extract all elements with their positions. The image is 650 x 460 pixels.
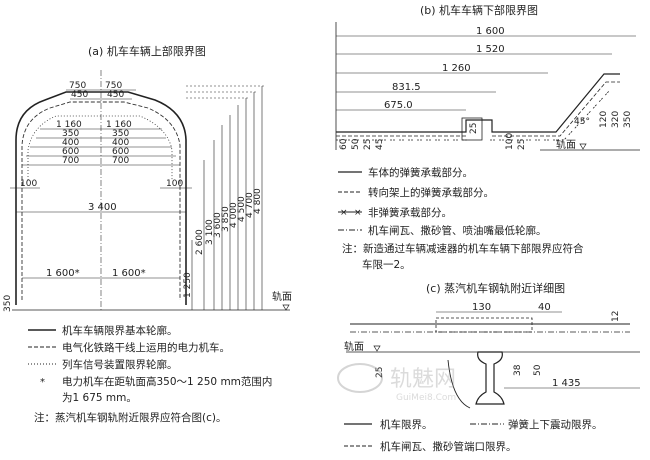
dim-b-50: 50 (351, 138, 361, 150)
dim-b-60: 60 (339, 138, 349, 150)
dim-c-50: 50 (533, 364, 543, 376)
dim-a-1600-left: 1 600* (46, 268, 80, 279)
dim-a-600-right: 600 (112, 147, 129, 157)
dim-b-45: 45 (375, 139, 385, 150)
panel-a: (a) 机车车辆上部限界图 750 750 450 450 1 160 1 16… (3, 44, 292, 424)
dim-b-100: 100 (505, 133, 515, 150)
dim-a-750-left: 750 (69, 81, 86, 91)
panel-b-title: (b) 机车车辆下部限界图 (420, 3, 538, 17)
dim-a-3400: 3 400 (88, 202, 117, 213)
legend-b-cross-mark-1: × (340, 208, 348, 218)
dim-c-38: 38 (513, 364, 523, 376)
dim-a-4500: 4 500 (237, 196, 247, 222)
rail-marker-a (282, 304, 290, 311)
note-a: 注：蒸汽机车钢轨附近限界应符合图(c)。 (34, 411, 226, 424)
dim-b-831: 831.5 (392, 82, 421, 93)
legend-b-3: 非弹簧承载部分。 (368, 206, 452, 219)
bogie-spring-profile (336, 81, 620, 137)
dim-b-25c: 25 (517, 139, 527, 150)
brake-shoe-box (435, 317, 533, 333)
legend-c-1: 机车限界。 (380, 418, 433, 431)
dim-b-1600: 1 600 (476, 26, 505, 37)
dim-b-25a: 25 (363, 139, 373, 150)
dim-a-700-left: 700 (62, 156, 79, 166)
legend-c-2: 弹簧上下震动限界。 (508, 418, 603, 431)
dim-a-4000: 4 000 (229, 202, 239, 228)
note-b-2: 车限一2。 (362, 258, 411, 271)
legend-a-4: 电力机车在距轨面高350～1 250 mm范围内 (62, 375, 272, 388)
dim-c-40: 40 (538, 302, 551, 313)
legend-b-2: 转向架上的弹簧承载部分。 (368, 186, 494, 199)
dim-b-120: 120 (599, 111, 609, 128)
dim-b-320: 320 (611, 111, 621, 128)
legend-c-3: 机车闸瓦、撒砂管端口限界。 (380, 440, 517, 453)
panel-c: (c) 蒸汽机车钢轨附近详细图 130 40 12 轨面 1 435 25 38… (344, 281, 640, 453)
legend-a-5: 为1 675 mm。 (62, 392, 137, 404)
signal-contour (27, 115, 173, 180)
dim-a-3600: 3 600 (213, 212, 223, 238)
legend-b-cross-mark-2: × (354, 208, 362, 218)
dim-b-350: 350 (623, 111, 633, 128)
dim-c-12: 12 (611, 311, 621, 322)
panel-a-title: (a) 机车车辆上部限界图 (88, 44, 206, 58)
watermark: 轨魅网 GuiMei8.Com (337, 363, 456, 403)
dim-b-1260: 1 260 (442, 63, 471, 74)
legend-a-asterisk: * (40, 377, 45, 388)
dim-b-675: 675.0 (384, 100, 413, 111)
dim-a-400-left: 400 (62, 138, 79, 148)
dim-a-750-right: 750 (105, 81, 122, 91)
dim-a-450-right: 450 (107, 90, 124, 100)
dim-a-4700: 4 700 (245, 192, 255, 218)
rail-label-b: 轨面 (556, 138, 576, 151)
watermark-text: 轨魅网 (390, 367, 456, 392)
rail-marker-b (579, 143, 587, 150)
rail-label-c: 轨面 (344, 340, 364, 353)
rail-marker-c (373, 345, 381, 352)
dim-a-1160-right: 1 160 (106, 120, 132, 130)
dim-c-1435: 1 435 (552, 378, 581, 389)
watermark-logo-icon (337, 363, 383, 393)
sand-box (461, 117, 483, 141)
dim-a-350-right: 350 (112, 129, 129, 139)
dim-a-4800: 4 800 (253, 188, 263, 214)
panel-b: (b) 机车车辆下部限界图 1 600 1 520 1 260 831.5 67… (335, 3, 640, 271)
dim-a-400-right: 400 (112, 138, 129, 148)
dim-a-600-left: 600 (62, 147, 79, 157)
dim-a-2600: 2 600 (195, 229, 205, 255)
dim-a-1600-right: 1 600* (112, 268, 146, 279)
dim-c-130: 130 (472, 302, 491, 313)
body-spring-profile (336, 73, 620, 133)
dim-a-350: 350 (3, 295, 13, 312)
unsprung-profile (336, 89, 611, 141)
dim-a-100-left: 100 (20, 179, 37, 189)
legend-b-4: 机车闸瓦、撒砂管、喷油嘴最低轮廓。 (368, 224, 547, 237)
note-b-1: 注：新造通过车辆减速器的机车车辆下部限界应符合 (342, 242, 584, 255)
dim-a-450-left: 450 (71, 90, 88, 100)
dim-a-1160-left: 1 160 (56, 120, 82, 130)
dim-c-25: 25 (375, 367, 385, 378)
dim-b-1520: 1 520 (476, 44, 505, 55)
panel-c-title: (c) 蒸汽机车钢轨附近详细图 (426, 281, 565, 295)
dim-a-3850: 3 850 (221, 206, 231, 232)
watermark-url: GuiMei8.Com (396, 393, 456, 403)
rail-label-a: 轨面 (272, 290, 292, 303)
legend-a-3: 列车信号装置限界轮廓。 (62, 358, 178, 371)
dim-a-350-left: 350 (62, 129, 79, 139)
dim-a-700-right: 700 (112, 156, 129, 166)
outer-contour (15, 91, 187, 305)
dim-a-100-right: 100 (166, 179, 183, 189)
dim-a-1250: 1 250 (183, 272, 193, 298)
dim-a-3100: 3 100 (205, 219, 215, 245)
dim-b-45deg: 45° (574, 117, 590, 127)
legend-b-1: 车体的弹簧承载部分。 (368, 166, 473, 179)
electric-contour (21, 101, 181, 300)
rail-profile (475, 351, 505, 405)
dim-b-25b: 25 (469, 123, 479, 134)
legend-a-1: 机车车辆限界基本轮廓。 (62, 324, 178, 337)
legend-a-2: 电气化铁路干线上运用的电力机车。 (62, 341, 230, 354)
wheel-flange-curve (447, 359, 471, 409)
